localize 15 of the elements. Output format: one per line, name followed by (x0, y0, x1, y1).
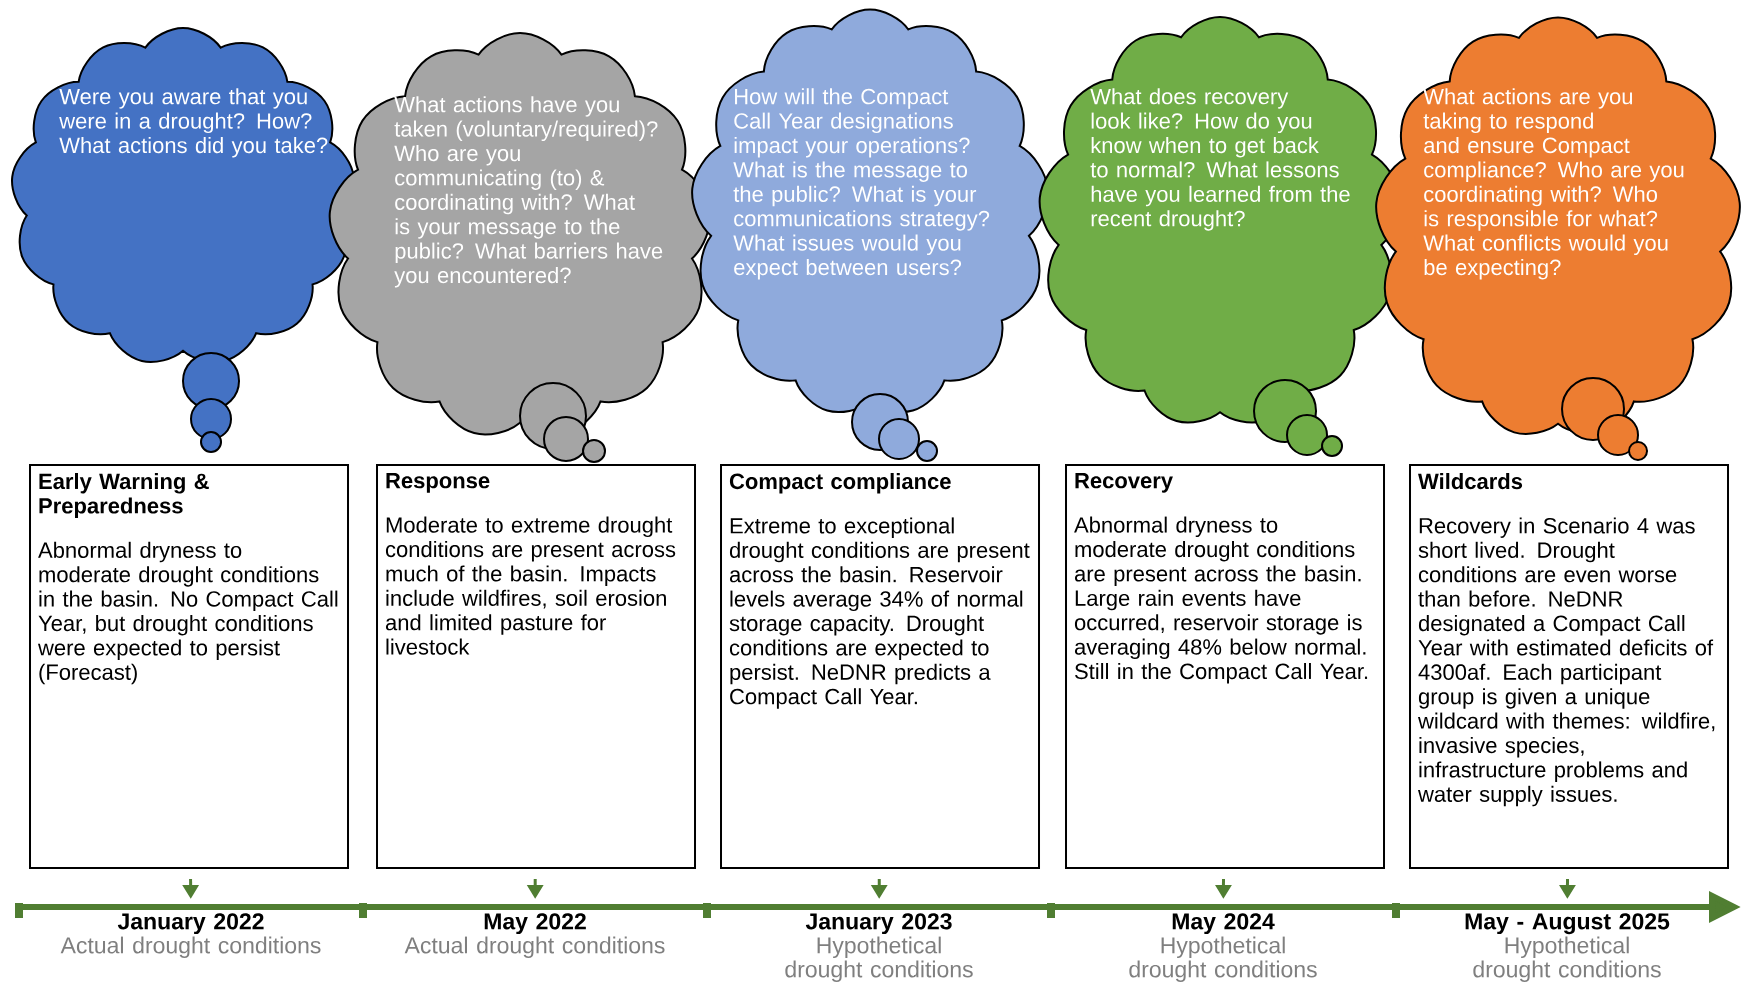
scenario-box: Compact compliance Extreme to exceptional drought conditions are present across the basin. Reservoir levels average 34% of normal storage capacity. Drought conditions are expected to persist. NeDNR predicts a Compact Call Year. (720, 464, 1040, 869)
thought-cloud: Were you aware that you were in a drought? How? What actions did you take? (11, 27, 355, 453)
thought-cloud: What does recovery look like? How do you know when to get back to normal? What lessons have you learned from the recent drought? (1038, 16, 1402, 457)
date-label: January 2023 Hypothetical drought conditions (785, 913, 973, 982)
scenario-box: Early Warning & Preparedness Abnormal dryness to moderate drought conditions in the basin. No Compact Call Year, but drought conditions were expected to persist (Forecast) (29, 464, 349, 869)
scenario-box: Recovery Abnormal dryness to moderate drought conditions are present across the basin. Large rain events have occurred, reservoir storage is averaging 48% below normal. Still in the Compact Call Year. (1065, 464, 1385, 869)
scenario-box: Response Moderate to extreme drought conditions are present across much of the basin. Impacts include wildfires, soil erosion and limited pasture for livestock (376, 464, 696, 869)
thought-cloud: How will the Compact Call Year designations impact your operations? What is the message to the public? What is your communications strategy? What issues would you expect between users? (691, 8, 1049, 462)
thought-cloud: What actions are you taking to respond and ensure Compact compliance? Who are you coordinating with? Who is responsible for what? What conflicts would you be expecting? (1375, 16, 1741, 461)
scenario-box: Wildcards Recovery in Scenario 4 was short lived. Drought conditions are even worse than before. NeDNR designated a Compact Call Year with estimated deficits of 4300af. Each participant group is given a unique wildcard with themes: wildfire, invasive species, infrastructure problems and water supply issues. (1409, 464, 1729, 869)
date-label: May 2024 Hypothetical drought conditions (1129, 913, 1317, 982)
thought-cloud: What actions have you taken (voluntary/required)? Who are you communicating (to) & coordinating with? What is your message to the public? What barriers have you encountered? (328, 32, 712, 463)
date-label: May - August 2025 Hypothetical drought conditions (1465, 913, 1670, 982)
date-label: January 2022 Actual drought conditions (60, 913, 321, 958)
date-label: May 2022 Actual drought conditions (404, 913, 665, 958)
